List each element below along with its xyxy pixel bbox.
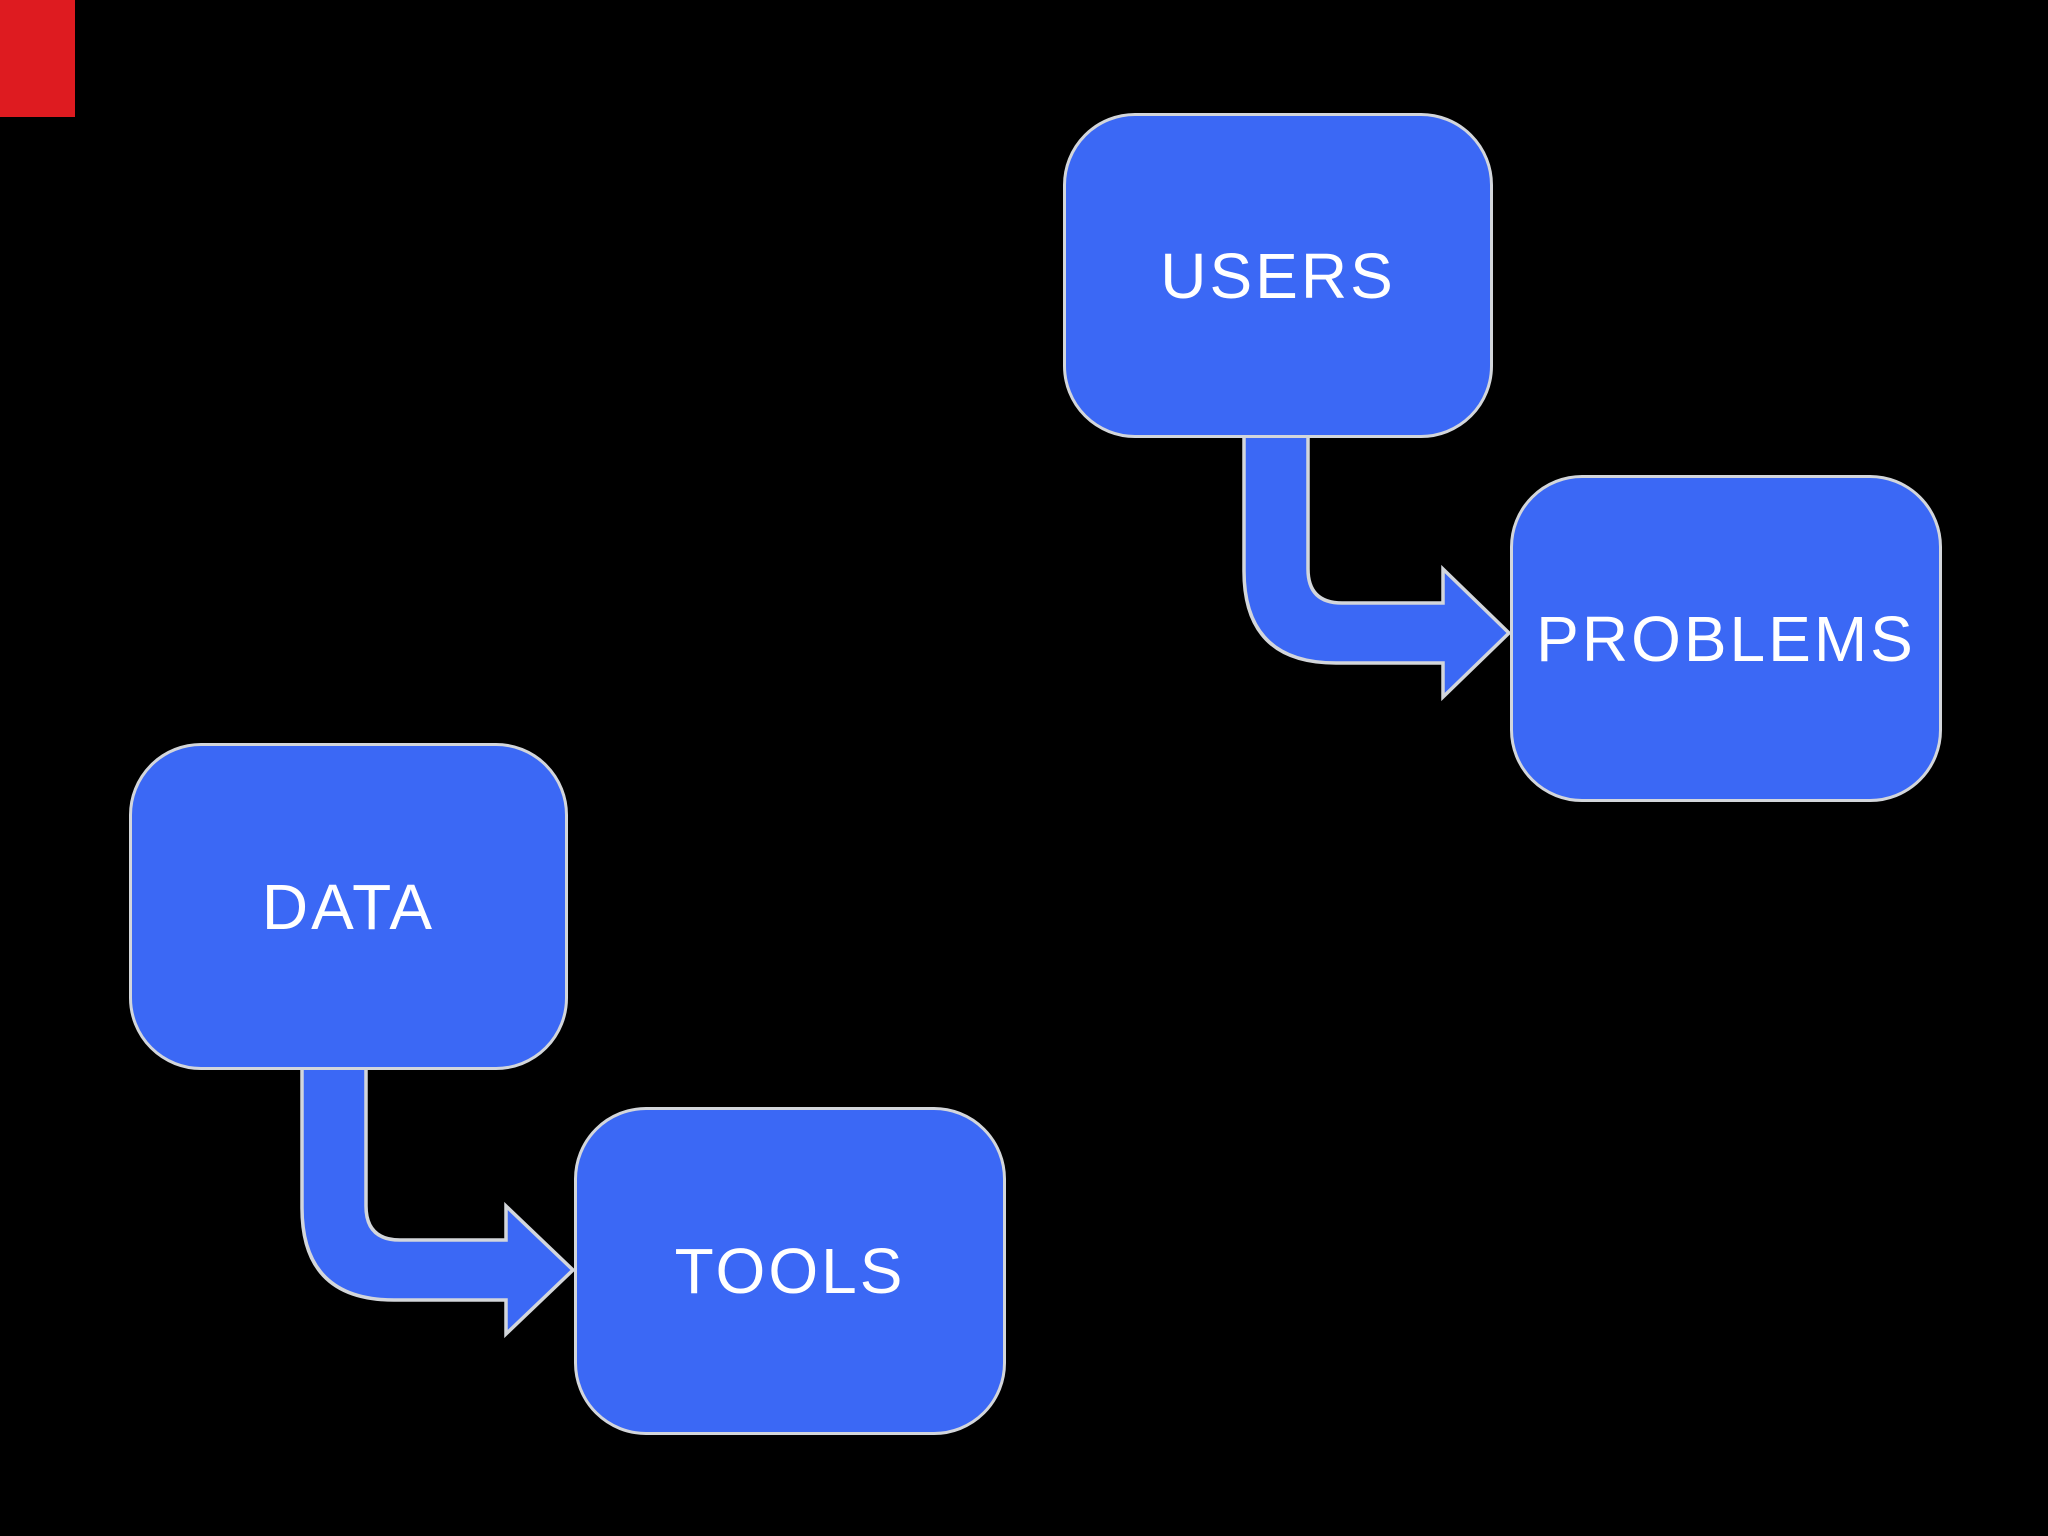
node-label: TOOLS (674, 1235, 906, 1307)
node-label: DATA (261, 870, 436, 943)
red-corner-marker (0, 0, 75, 117)
node-users: USERS (1063, 113, 1493, 438)
connector-data-to-tools-arrow (300, 1065, 576, 1339)
connector-users-to-problems-arrow (1242, 433, 1512, 702)
node-tools: TOOLS (574, 1107, 1006, 1435)
node-label: PROBLEMS (1536, 602, 1916, 675)
node-data: DATA (129, 743, 568, 1070)
node-label: USERS (1160, 239, 1396, 312)
node-problems: PROBLEMS (1510, 475, 1942, 802)
